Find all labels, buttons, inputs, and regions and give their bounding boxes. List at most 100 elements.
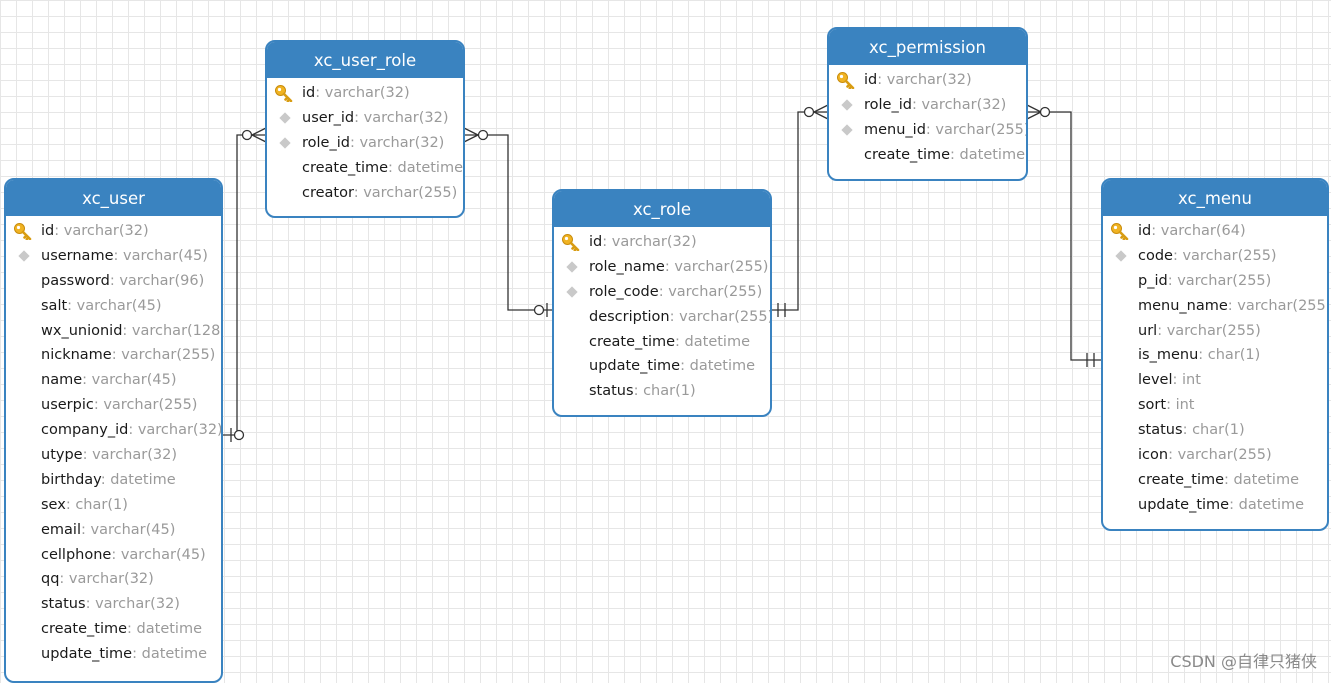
entity-xc-user[interactable]: xc_user id: varchar(32)username: varchar…	[4, 178, 223, 683]
field-row[interactable]: is_menu: char(1)	[1103, 343, 1327, 368]
field-type: varchar(255)	[121, 347, 216, 364]
entity-xc-role[interactable]: xc_role id: varchar(32)role_name: varcha…	[552, 189, 772, 417]
field-list: id: varchar(32)role_id: varchar(32)menu_…	[829, 65, 1026, 168]
field-separator: :	[82, 447, 93, 464]
watermark-text: CSDN @自律只猪侠	[1170, 652, 1317, 671]
field-row[interactable]: wx_unionid: varchar(128)	[6, 319, 221, 344]
field-row[interactable]: sex: char(1)	[6, 493, 221, 518]
field-row[interactable]: menu_id: varchar(255)	[829, 118, 1026, 143]
field-row[interactable]: menu_name: varchar(255)	[1103, 294, 1327, 319]
entity-title[interactable]: xc_user_role	[267, 42, 463, 78]
field-name: update_time	[589, 358, 681, 375]
field-list: id: varchar(32)user_id: varchar(32)role_…	[267, 78, 463, 205]
field-row[interactable]: sort: int	[1103, 393, 1327, 418]
field-name: id	[302, 85, 316, 101]
field-row[interactable]: username: varchar(45)	[6, 244, 221, 269]
field-row[interactable]: salt: varchar(45)	[6, 294, 221, 319]
field-row[interactable]: email: varchar(45)	[6, 518, 221, 543]
field-type: varchar(45)	[120, 546, 206, 563]
field-separator: :	[122, 322, 132, 339]
field-name: status	[41, 596, 86, 613]
field-type: varchar(32)	[611, 234, 697, 250]
field-name: create_time	[41, 621, 128, 638]
field-separator: :	[1227, 297, 1238, 314]
field-type: datetime	[1238, 496, 1305, 513]
field-row[interactable]: birthday: datetime	[6, 468, 221, 493]
entity-title[interactable]: xc_permission	[829, 29, 1026, 65]
field-name: id	[864, 72, 878, 88]
field-name: url	[1138, 322, 1158, 339]
field-row[interactable]: update_time: datetime	[554, 354, 770, 379]
field-row[interactable]: id: varchar(32)	[554, 230, 770, 255]
entity-xc-user-role[interactable]: xc_user_role id: varchar(32)user_id: var…	[265, 40, 465, 218]
field-row[interactable]: id: varchar(64)	[1103, 219, 1327, 244]
field-row[interactable]: status: char(1)	[554, 379, 770, 404]
field-type: datetime	[959, 146, 1026, 163]
field-row[interactable]: description: varchar(255)	[554, 305, 770, 330]
field-row[interactable]: qq: varchar(32)	[6, 567, 221, 592]
field-row[interactable]: role_id: varchar(32)	[829, 93, 1026, 118]
field-row[interactable]: code: varchar(255)	[1103, 244, 1327, 269]
indexed-field-icon	[279, 137, 291, 149]
field-type: varchar(32)	[886, 72, 972, 88]
field-row[interactable]: level: int	[1103, 368, 1327, 393]
field-row[interactable]: create_time: datetime	[1103, 468, 1327, 493]
field-type: varchar(255)	[1166, 322, 1261, 339]
entity-title[interactable]: xc_role	[554, 191, 770, 227]
field-row[interactable]: create_time: datetime	[6, 617, 221, 642]
entity-title[interactable]: xc_user	[6, 180, 221, 216]
field-row[interactable]: create_time: datetime	[554, 330, 770, 355]
field-name: wx_unionid	[41, 322, 123, 339]
field-type: char(1)	[1192, 422, 1245, 439]
field-row[interactable]: userpic: varchar(255)	[6, 393, 221, 418]
field-name: sex	[41, 496, 66, 513]
field-type: varchar(32)	[92, 447, 177, 464]
field-name: qq	[41, 571, 60, 588]
field-row[interactable]: company_id: varchar(32)	[6, 418, 221, 443]
field-name: salt	[41, 297, 68, 314]
rel-userrole-left-zero-circle	[241, 129, 253, 141]
field-type: int	[1175, 397, 1195, 414]
field-row[interactable]: id: varchar(32)	[6, 219, 221, 244]
field-row[interactable]: utype: varchar(32)	[6, 443, 221, 468]
field-row[interactable]: update_time: datetime	[6, 642, 221, 667]
field-type: varchar(32)	[324, 85, 410, 101]
field-separator: :	[81, 521, 91, 538]
field-list: id: varchar(64)code: varchar(255)p_id: v…	[1103, 216, 1327, 518]
field-separator: :	[1157, 322, 1167, 339]
entity-xc-menu[interactable]: xc_menu id: varchar(64)code: varchar(255…	[1101, 178, 1329, 531]
primary-key-icon	[274, 84, 294, 103]
field-separator: :	[1172, 247, 1183, 264]
field-row[interactable]: id: varchar(32)	[829, 68, 1026, 93]
field-row[interactable]: nickname: varchar(255)	[6, 343, 221, 368]
field-row[interactable]: user_id: varchar(32)	[267, 106, 463, 131]
field-row[interactable]: status: char(1)	[1103, 418, 1327, 443]
field-row[interactable]: update_time: datetime	[1103, 493, 1327, 518]
field-row[interactable]: id: varchar(32)	[267, 81, 463, 106]
field-row[interactable]: create_time: datetime	[267, 156, 463, 181]
field-type: varchar(96)	[119, 272, 205, 289]
field-row[interactable]: role_code: varchar(255)	[554, 280, 770, 305]
entity-title[interactable]: xc_menu	[1103, 180, 1327, 216]
field-row[interactable]: role_id: varchar(32)	[267, 131, 463, 156]
field-row[interactable]: status: varchar(32)	[6, 592, 221, 617]
field-row[interactable]: password: varchar(96)	[6, 269, 221, 294]
field-row[interactable]: create_time: datetime	[829, 143, 1026, 168]
field-name: level	[1138, 372, 1173, 389]
field-type: varchar(255)	[1177, 447, 1272, 464]
field-separator: :	[658, 283, 669, 300]
primary-key-icon	[13, 222, 33, 241]
field-type: varchar(255)	[103, 397, 198, 414]
field-separator: :	[67, 297, 77, 314]
entity-xc-permission[interactable]: xc_permission id: varchar(32)role_id: va…	[827, 27, 1028, 181]
field-row[interactable]: url: varchar(255)	[1103, 319, 1327, 344]
field-separator: :	[111, 546, 121, 563]
field-row[interactable]: icon: varchar(255)	[1103, 443, 1327, 468]
field-row[interactable]: cellphone: varchar(45)	[6, 543, 221, 568]
field-row[interactable]: p_id: varchar(255)	[1103, 269, 1327, 294]
field-name: icon	[1138, 447, 1169, 464]
field-type: varchar(32)	[68, 571, 154, 588]
field-row[interactable]: role_name: varchar(255)	[554, 255, 770, 280]
field-row[interactable]: name: varchar(45)	[6, 368, 221, 393]
field-row[interactable]: creator: varchar(255)	[267, 181, 463, 206]
